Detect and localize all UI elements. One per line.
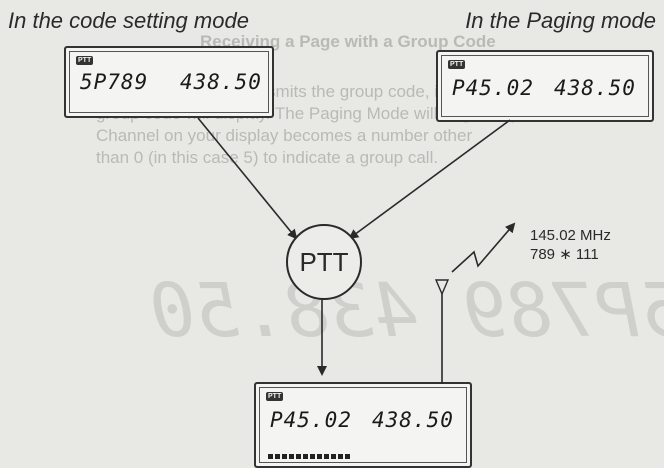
ptt-button[interactable]: PTT [286, 224, 362, 300]
lcd-channel-readout: P45.02 [452, 76, 534, 100]
lcd-frequency-readout: 438.50 [180, 70, 262, 94]
signal-lightning-icon [451, 222, 516, 273]
lcd-frequency-readout: 438.50 [554, 76, 636, 100]
lcd-channel-readout: P45.02 [270, 408, 352, 432]
bleed-through-line: Receiving a Page with a Group Code [200, 32, 496, 51]
lcd-code-setting: PTT 5P789 438.50 [64, 46, 274, 118]
heading-paging-mode: In the Paging mode [465, 8, 656, 33]
bleed-through-line: than 0 (in this case 5) to indicate a gr… [96, 148, 439, 167]
arrow-code-to-ptt [197, 117, 298, 240]
transmit-signal-bar [268, 454, 350, 459]
lcd-frequency-readout: 438.50 [372, 408, 454, 432]
lcd-paging: PTT P45.02 438.50 [436, 50, 654, 122]
antenna-icon [434, 279, 450, 296]
ptt-label: PTT [299, 246, 349, 277]
ptt-indicator: PTT [448, 60, 466, 69]
transmit-frequency: 145.02 MHz [530, 227, 611, 244]
lcd-channel-readout: 5P789 [80, 70, 149, 94]
bleed-through-line: Channel on your display becomes a number… [96, 126, 473, 145]
ptt-indicator: PTT [76, 56, 94, 65]
ptt-indicator: PTT [266, 392, 284, 401]
heading-code-setting-mode: In the code setting mode [8, 8, 249, 33]
arrow-paging-to-ptt [348, 119, 511, 240]
transmit-code: 789 ∗ 111 [530, 246, 599, 263]
lcd-transmit: PTT P45.02 438.50 [254, 382, 472, 468]
